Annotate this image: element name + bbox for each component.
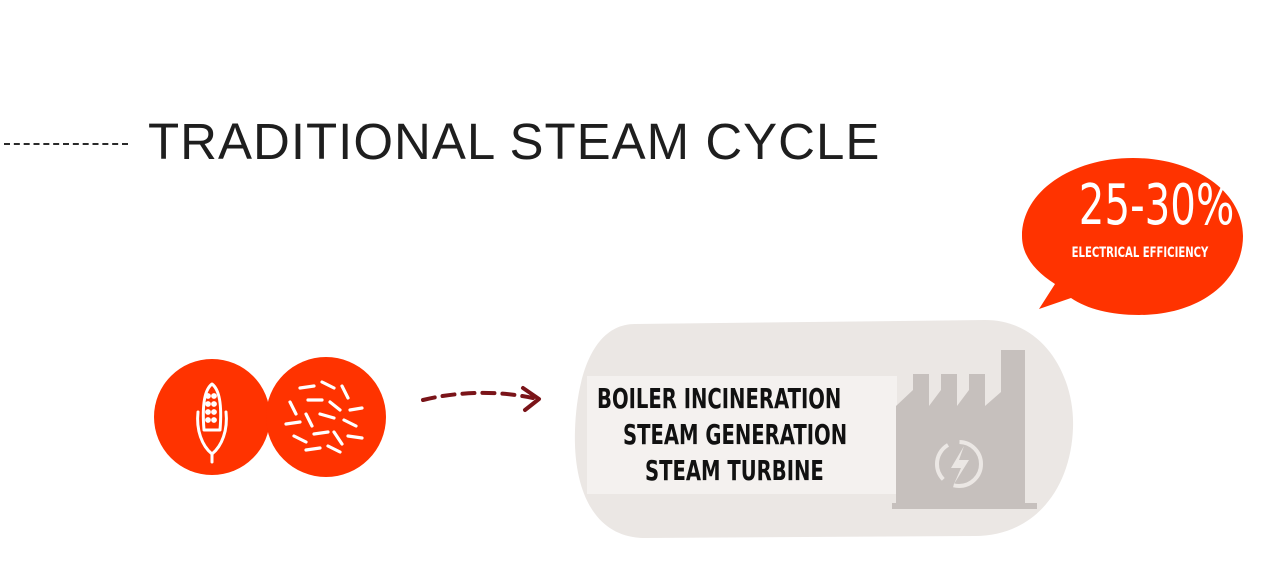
feedstock-inputs [154,357,386,477]
wood-chips-icon [284,380,364,454]
page-title: TRADITIONAL STEAM CYCLE [148,113,881,170]
step-steam-turbine: STEAM TURBINE [645,454,824,487]
corn-circle [154,359,270,475]
step-steam-generation: STEAM GENERATION [623,418,848,451]
speech-bubble-shape [1022,158,1243,315]
corn-icon [196,382,228,464]
title-dash-line [4,143,128,145]
efficiency-caption: ELECTRICAL EFFICIENCY [1071,245,1209,261]
efficiency-bubble [1022,158,1243,315]
efficiency-value: 25-30% [1078,173,1235,238]
step-boiler-incineration: BOILER INCINERATION [597,382,842,415]
power-plant-block [574,320,1074,538]
steps-highlight [587,376,897,494]
lightning-bolt-icon [935,440,983,488]
dashed-arrow-icon [421,386,541,412]
power-plant-factory-icon [892,350,1037,509]
